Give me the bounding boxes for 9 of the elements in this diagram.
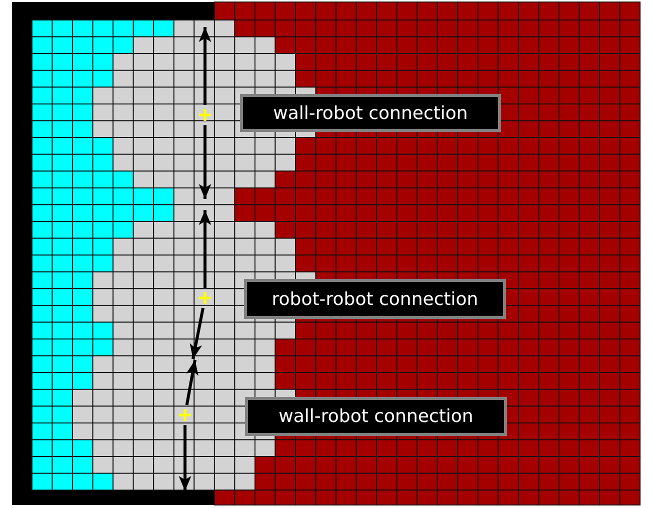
arrow xyxy=(185,360,198,406)
arrow xyxy=(190,308,204,360)
text-label: wall-robot connection xyxy=(240,94,501,132)
text-label: wall-robot connection xyxy=(245,397,507,436)
arrow xyxy=(198,27,212,105)
text-label: robot-robot connection xyxy=(244,279,506,319)
arrow xyxy=(178,425,192,491)
arrow xyxy=(198,125,212,199)
arrow xyxy=(198,210,212,288)
